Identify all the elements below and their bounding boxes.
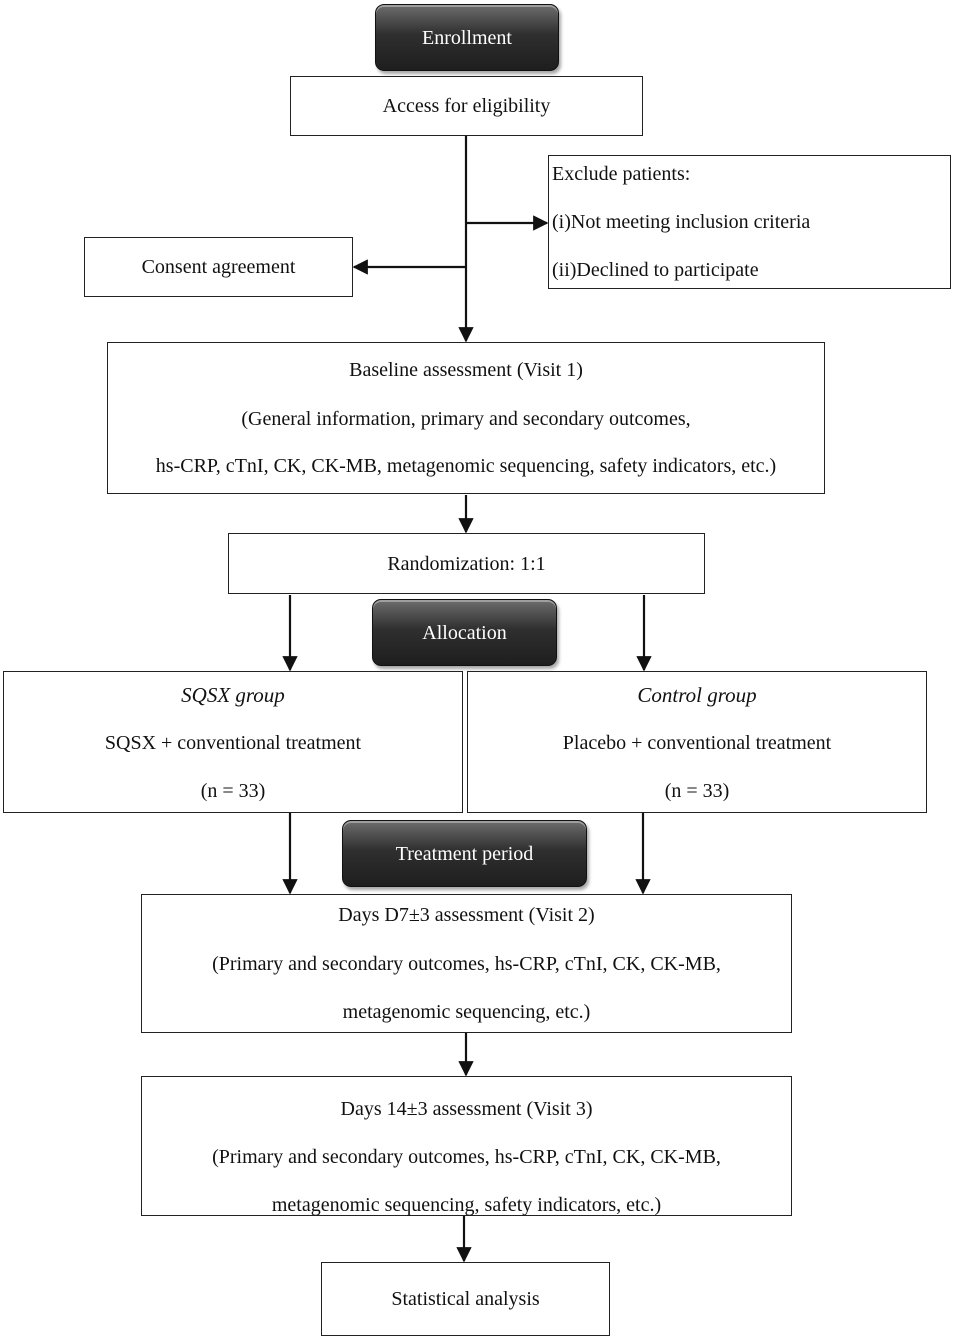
analysis-text: Statistical analysis: [391, 1288, 540, 1310]
baseline-line-2: (General information, primary and second…: [241, 408, 691, 430]
eligibility-text: Access for eligibility: [382, 95, 551, 117]
visit2-line-1: Days D7±3 assessment (Visit 2): [338, 904, 595, 926]
visit3-box: Days 14±3 assessment (Visit 3) (Primary …: [141, 1076, 792, 1216]
exclude-reason-1: (i)Not meeting inclusion criteria: [552, 211, 811, 233]
stage-label-allocation: Allocation: [422, 622, 507, 644]
analysis-box: Statistical analysis: [321, 1262, 610, 1336]
exclude-title: Exclude patients:: [552, 163, 691, 185]
baseline-box: Baseline assessment (Visit 1) (General i…: [107, 342, 825, 494]
sqsx-group-treatment: SQSX + conventional treatment: [104, 732, 362, 754]
sqsx-group-box: SQSX group SQSX + conventional treatment…: [3, 671, 463, 813]
control-group-name: Control group: [637, 683, 757, 707]
visit2-box: Days D7±3 assessment (Visit 2) (Primary …: [141, 894, 792, 1033]
visit2-line-3: metagenomic sequencing, etc.): [342, 1001, 591, 1023]
stage-label-enrollment: Enrollment: [422, 27, 512, 49]
exclude-reason-2: (ii)Declined to participate: [552, 259, 759, 281]
stage-label-treatment: Treatment period: [395, 843, 534, 865]
eligibility-box: Access for eligibility: [290, 76, 643, 136]
randomization-box: Randomization: 1:1: [228, 533, 705, 594]
control-group-treatment: Placebo + conventional treatment: [562, 732, 832, 754]
stage-banner-treatment: Treatment period: [342, 820, 587, 887]
exclude-box: Exclude patients: (i)Not meeting inclusi…: [548, 155, 951, 289]
sqsx-group-n: (n = 33): [200, 780, 266, 802]
visit3-line-1: Days 14±3 assessment (Visit 3): [340, 1098, 593, 1120]
visit3-line-3: metagenomic sequencing, safety indicator…: [271, 1194, 662, 1216]
visit2-line-2: (Primary and secondary outcomes, hs-CRP,…: [212, 953, 721, 975]
consent-text: Consent agreement: [141, 256, 296, 278]
baseline-line-3: hs-CRP, cTnI, CK, CK-MB, metagenomic seq…: [155, 455, 777, 477]
consent-box: Consent agreement: [84, 237, 353, 297]
randomization-text: Randomization: 1:1: [387, 553, 546, 575]
baseline-line-1: Baseline assessment (Visit 1): [349, 359, 583, 381]
visit3-line-2: (Primary and secondary outcomes, hs-CRP,…: [212, 1146, 721, 1168]
stage-banner-enrollment: Enrollment: [375, 4, 559, 71]
control-group-n: (n = 33): [664, 780, 730, 802]
stage-banner-allocation: Allocation: [372, 599, 557, 666]
control-group-box: Control group Placebo + conventional tre…: [467, 671, 927, 813]
sqsx-group-name: SQSX group: [181, 683, 285, 707]
